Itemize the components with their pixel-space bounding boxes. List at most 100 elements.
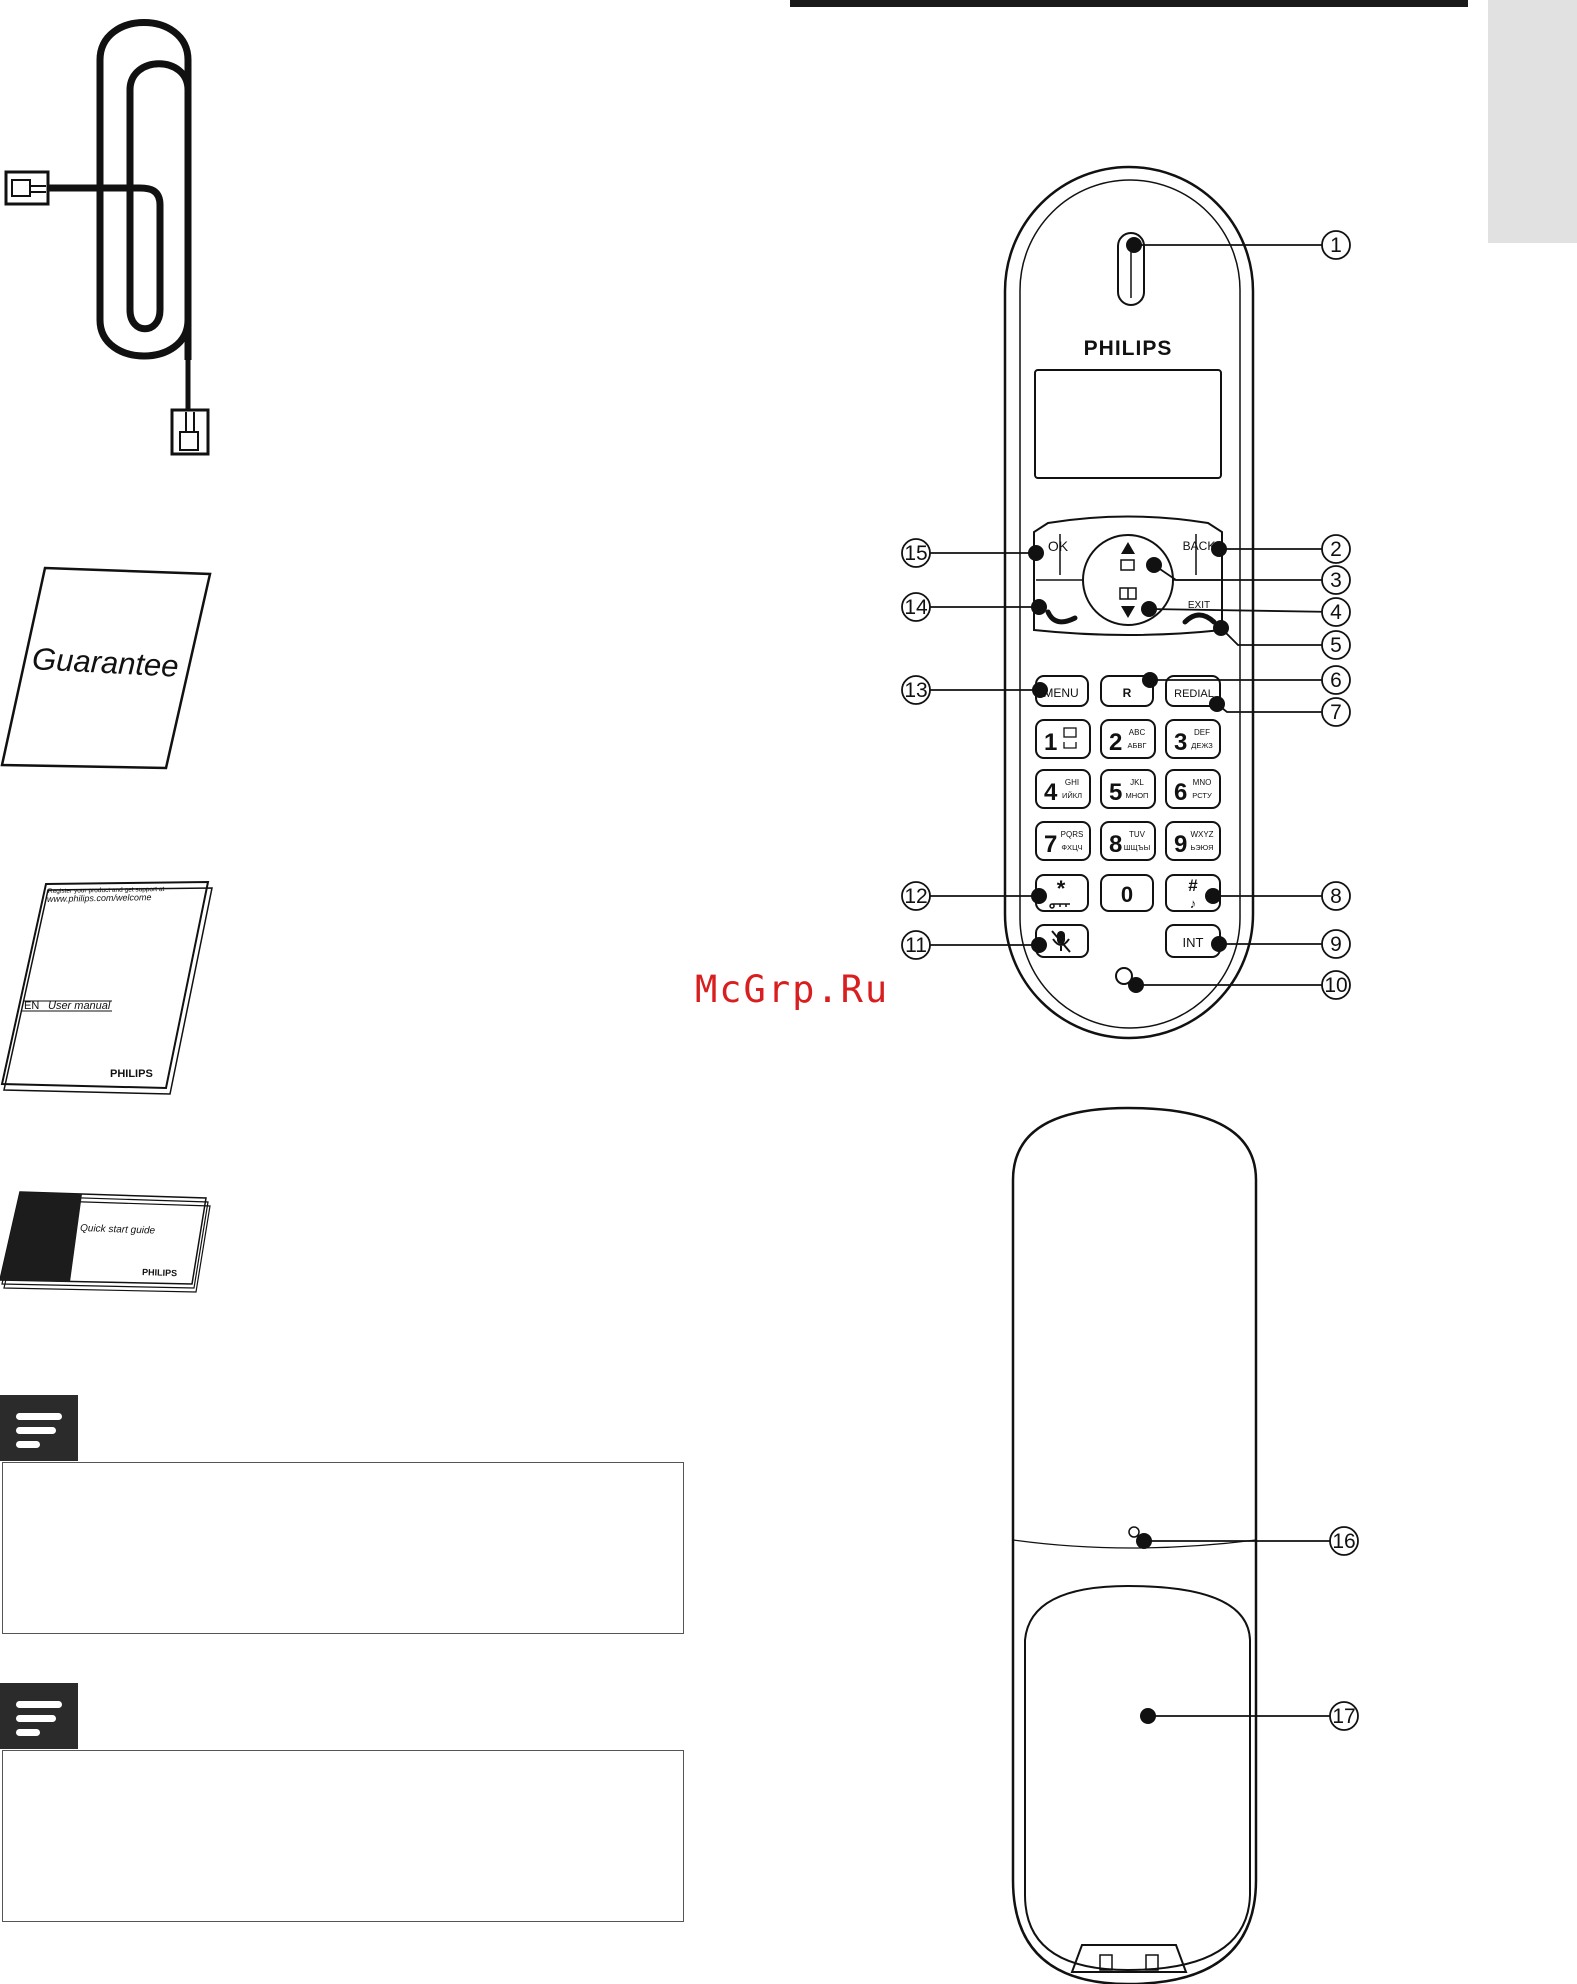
space-icon <box>1063 742 1077 749</box>
battery-cover <box>1024 1584 1251 1972</box>
keypad-key-7 <box>1035 821 1091 861</box>
note-icon <box>0 1683 78 1749</box>
line-cord-illustration <box>4 19 210 456</box>
keypad-digit: 6 <box>1174 779 1187 806</box>
callout-number: 17 <box>1332 1705 1355 1728</box>
callout-number: 14 <box>904 596 928 619</box>
note-box-2 <box>2 1750 684 1922</box>
callout-dot <box>1028 545 1044 561</box>
keypad-cyrillic-letters: ИЙКЛ <box>1062 791 1082 800</box>
note-box-1 <box>2 1462 684 1634</box>
keypad-digit: 8 <box>1109 831 1122 858</box>
keypad-latin-letters: TUV <box>1129 830 1146 839</box>
manual-brand: PHILIPS <box>110 1068 153 1080</box>
callout-number: 7 <box>1330 701 1342 724</box>
callout-number-circle <box>1321 230 1351 260</box>
int-key-label: INT <box>1183 935 1204 950</box>
callout-dot <box>1032 682 1048 698</box>
callout-leader-line <box>1153 564 1336 581</box>
handset-back <box>1011 1106 1258 1984</box>
keypad-digit: 4 <box>1044 779 1058 806</box>
callout-number-circle <box>1329 1701 1359 1731</box>
callout-dot <box>1140 1708 1156 1724</box>
keypad-key-2 <box>1100 719 1156 759</box>
callout-number-circle <box>1321 970 1351 1000</box>
callout-dot <box>1146 557 1162 573</box>
keypad-cyrillic-letters: МНОП <box>1126 791 1149 800</box>
keypad-latin-letters: MNO <box>1193 778 1212 787</box>
callout-number-circle <box>901 930 931 960</box>
menu-key-label: MENU <box>1043 686 1078 700</box>
callout-dot <box>1136 1533 1152 1549</box>
keypad-key-6 <box>1165 769 1221 809</box>
keypad-digit: 9 <box>1174 831 1187 858</box>
keypad-latin-letters: JKL <box>1130 778 1144 787</box>
zero-key-label: 0 <box>1121 882 1133 907</box>
keypad-digit: 2 <box>1109 729 1122 756</box>
rj11-plug-left-icon <box>4 170 50 206</box>
keypad-cyrillic-letters: АБВГ <box>1128 741 1147 750</box>
callout-number: 12 <box>904 885 927 908</box>
callout-number: 13 <box>904 679 927 702</box>
watermark: McGrp.Ru <box>695 968 890 1011</box>
redial-list-icon <box>1120 559 1135 571</box>
callout-dot <box>1142 672 1158 688</box>
quick-start-title: Quick start guide <box>80 1223 156 1237</box>
keypad-latin-letters: DEF <box>1194 728 1210 737</box>
keypad-key-1 <box>1035 719 1091 759</box>
callout-number: 5 <box>1330 634 1342 657</box>
talk-icon <box>1045 609 1078 625</box>
callout-number: 8 <box>1330 885 1342 908</box>
keypad-key-4 <box>1035 769 1091 809</box>
keypad-latin-letters: WXYZ <box>1190 830 1213 839</box>
callout-number: 2 <box>1330 538 1342 561</box>
callout-dot <box>1205 888 1221 904</box>
callout-number-circle <box>1321 665 1351 695</box>
keypad-cyrillic-letters: ФХЦЧ <box>1061 843 1082 852</box>
keypad-digit: 3 <box>1174 729 1187 756</box>
callout-number: 11 <box>905 934 927 957</box>
star-key-label: * <box>1057 876 1066 901</box>
callout-number-circle <box>1321 565 1351 595</box>
callout-dot <box>1128 977 1144 993</box>
keypad-cyrillic-letters: ДЕЖЗ <box>1191 741 1213 750</box>
callout-number: 6 <box>1330 669 1342 692</box>
quick-start-guide: Quick start guide PHILIPS <box>0 1191 211 1293</box>
svg-text:♪: ♪ <box>1190 896 1197 911</box>
quick-start-brand: PHILIPS <box>142 1267 177 1278</box>
keypad-latin-letters: GHI <box>1065 778 1079 787</box>
earpiece-icon <box>1117 232 1145 306</box>
callout-number-circle <box>1321 881 1351 911</box>
back-key-label: BACK <box>1183 539 1216 553</box>
down-arrow-icon <box>1121 606 1135 618</box>
user-manual-booklet: Register your product and get support at… <box>0 880 213 1095</box>
callout-number-circle <box>901 675 931 705</box>
keypad-latin-letters: PQRS <box>1061 830 1084 839</box>
exit-key-label: EXIT <box>1188 600 1210 611</box>
callout-dot <box>1031 599 1047 615</box>
keypad-digit: 1 <box>1044 729 1057 756</box>
callout-leader-line <box>1148 608 1337 613</box>
callout-number-circle <box>1321 697 1351 727</box>
keypad-cyrillic-letters: РСТУ <box>1192 791 1212 800</box>
callout-number: 15 <box>904 542 927 565</box>
callout-leader-line <box>1220 627 1336 646</box>
keypad-cyrillic-letters: ЬЭЮЯ <box>1190 843 1213 852</box>
manual-url: www.philips.com/welcome <box>47 892 152 904</box>
keypad-key-9 <box>1165 821 1221 861</box>
rj11-plug-bottom-icon <box>170 408 210 456</box>
manual-register-line: Register your product and get support at <box>48 886 165 895</box>
callout-dot <box>1031 888 1047 904</box>
note-icon <box>0 1395 78 1461</box>
callout-number-circle <box>901 592 931 622</box>
callout-number-circle <box>1321 534 1351 564</box>
keypad-key-5 <box>1100 769 1156 809</box>
guarantee-leaflet: Guarantee <box>0 566 212 770</box>
callout-number: 10 <box>1324 974 1347 997</box>
end-call-icon <box>1182 612 1217 625</box>
callout-dot <box>1211 936 1227 952</box>
callout-number: 4 <box>1330 601 1342 624</box>
callout-number: 1 <box>1330 234 1342 257</box>
